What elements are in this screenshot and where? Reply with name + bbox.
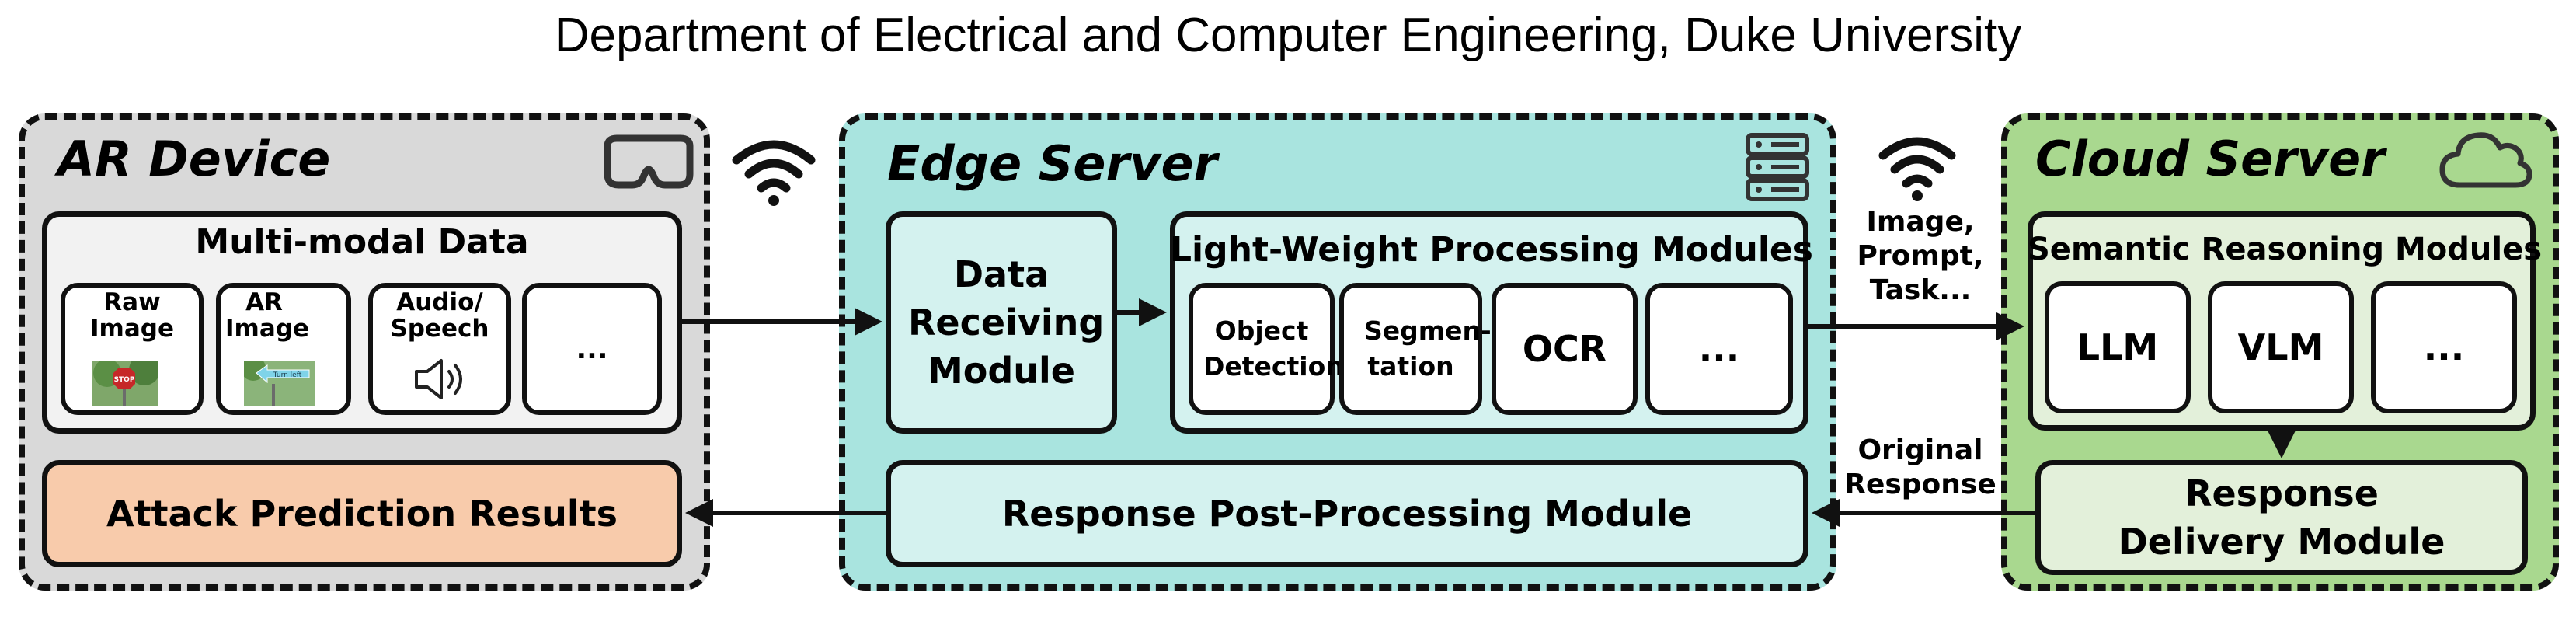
vlm-card[interactable]: VLM xyxy=(2208,281,2354,413)
more-data-label: ... xyxy=(576,333,608,365)
response-delivery-module-label: Response Delivery Module xyxy=(2118,472,2445,563)
multimodal-data-title: Multi-modal Data xyxy=(195,222,529,262)
response-post-processing-module-box[interactable]: Response Post-Processing Module xyxy=(886,460,1808,567)
cloud-server-title: Cloud Server xyxy=(2035,131,2385,187)
more-models-card[interactable]: ... xyxy=(2371,281,2517,413)
response-delivery-module-box[interactable]: Response Delivery Module xyxy=(2035,460,2528,575)
llm-label: LLM xyxy=(2076,326,2159,368)
raw-image-label: Raw Image xyxy=(90,288,174,343)
ar-image-label: AR Image xyxy=(225,288,309,343)
vlm-label: VLM xyxy=(2237,326,2324,368)
more-data-card[interactable]: ... xyxy=(522,283,662,415)
server-icon xyxy=(1746,133,1809,201)
ocr-card[interactable]: OCR xyxy=(1492,283,1638,415)
vr-headset-icon xyxy=(604,134,694,189)
segmentation-card[interactable]: Segmen- tation xyxy=(1339,283,1492,415)
edge-server-title: Edge Server xyxy=(887,135,1218,192)
original-response-label: Original Response xyxy=(1844,434,1996,500)
more-models-label: ... xyxy=(2423,326,2465,368)
audio-speech-label: Audio/ Speech xyxy=(390,288,489,343)
more-modules-card[interactable]: ... xyxy=(1645,283,1793,415)
more-modules-label: ... xyxy=(1698,328,1740,370)
cloud-icon xyxy=(2439,132,2532,188)
wifi-icon xyxy=(732,140,816,206)
turn-left-text: Turn left xyxy=(273,371,302,379)
image-prompt-task-label: Image, Prompt, Task... xyxy=(1857,206,1984,306)
response-post-processing-module-label: Response Post-Processing Module xyxy=(1001,493,1693,535)
llm-card[interactable]: LLM xyxy=(2045,281,2191,413)
attack-prediction-results-box[interactable]: Attack Prediction Results xyxy=(42,460,682,567)
ar-image-thumbnail: Turn left xyxy=(244,361,315,406)
stop-sign-text: STOP xyxy=(114,376,135,384)
data-receiving-module-label: Data Receiving Module xyxy=(908,253,1105,392)
ocr-label: OCR xyxy=(1522,328,1607,370)
speaker-icon xyxy=(415,359,462,399)
ar-device-title: AR Device xyxy=(57,131,331,187)
raw-image-thumbnail: STOP xyxy=(92,361,158,406)
object-detection-card[interactable]: Object Detection xyxy=(1189,283,1344,415)
semantic-reasoning-modules-title: Semantic Reasoning Modules xyxy=(2028,232,2543,267)
data-receiving-module-box[interactable]: Data Receiving Module xyxy=(886,211,1117,434)
wifi-icon xyxy=(1878,137,1956,201)
header-text: Department of Electrical and Computer En… xyxy=(554,8,2022,62)
lightweight-processing-modules-title: Light-Weight Processing Modules xyxy=(1170,230,1813,270)
attack-prediction-results-label: Attack Prediction Results xyxy=(106,493,618,535)
